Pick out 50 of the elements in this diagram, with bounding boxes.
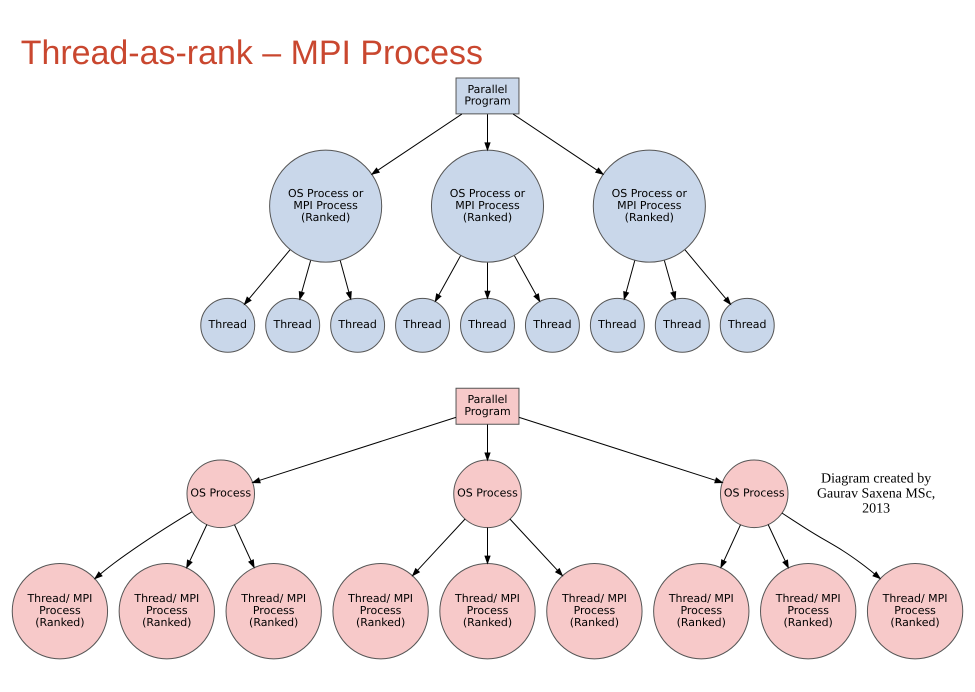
arrow [186,524,208,569]
arrow [518,416,724,484]
node-circle: Thread/ MPI Process (Ranked) [439,563,536,660]
node-box: Parallel Program [456,77,520,114]
arrow [298,260,312,300]
arrow [251,416,456,484]
node-circle: Thread/ MPI Process (Ranked) [12,563,108,660]
arrow [684,249,732,306]
node-circle: Thread [654,298,710,353]
arrow [234,524,255,569]
arrow [244,249,291,306]
node-circle: Thread/ MPI Process (Ranked) [653,563,750,660]
arrow [484,114,491,152]
arrow [412,518,466,577]
node-circle: Thread [590,298,645,353]
arrow [340,260,352,300]
arrow [434,255,462,303]
node-circle: Thread/ MPI Process (Ranked) [332,563,429,660]
arrow [720,524,741,569]
node-circle: Thread/ MPI Process (Ranked) [866,563,964,660]
arrow [512,114,604,175]
arrow [623,260,636,300]
arrow [370,114,462,175]
node-circle: Thread [330,298,386,353]
node-box: Parallel Program [456,388,520,425]
node-circle: Thread [524,298,580,353]
node-circle: Thread/ MPI Process (Ranked) [546,563,643,660]
node-circle: OS Process [720,460,788,528]
arrow [94,511,192,580]
arrow [509,518,564,577]
node-circle: Thread/ MPI Process (Ranked) [118,563,215,660]
node-circle: Thread/ MPI Process (Ranked) [226,563,322,660]
arrow [484,527,491,565]
node-circle: OS Process or MPI Process (Ranked) [430,150,544,263]
node-circle: Thread [395,298,450,353]
arrow [514,255,540,303]
arrow [768,524,789,569]
node-circle: OS Process [186,460,256,528]
node-circle: Thread/ MPI Process (Ranked) [760,563,856,660]
node-circle: Thread [460,298,515,353]
diagram-title: Thread-as-rank – MPI Process [20,34,484,72]
arrow [484,424,491,462]
arrow [664,260,676,300]
arrow [781,512,882,580]
node-circle: Thread [265,298,320,353]
arrow [484,262,491,300]
label: Diagram created by Gaurav Saxena MSc, 2013 [816,472,936,516]
node-circle: OS Process [453,460,522,528]
node-circle: Thread [200,298,256,353]
node-circle: Thread [720,298,775,353]
